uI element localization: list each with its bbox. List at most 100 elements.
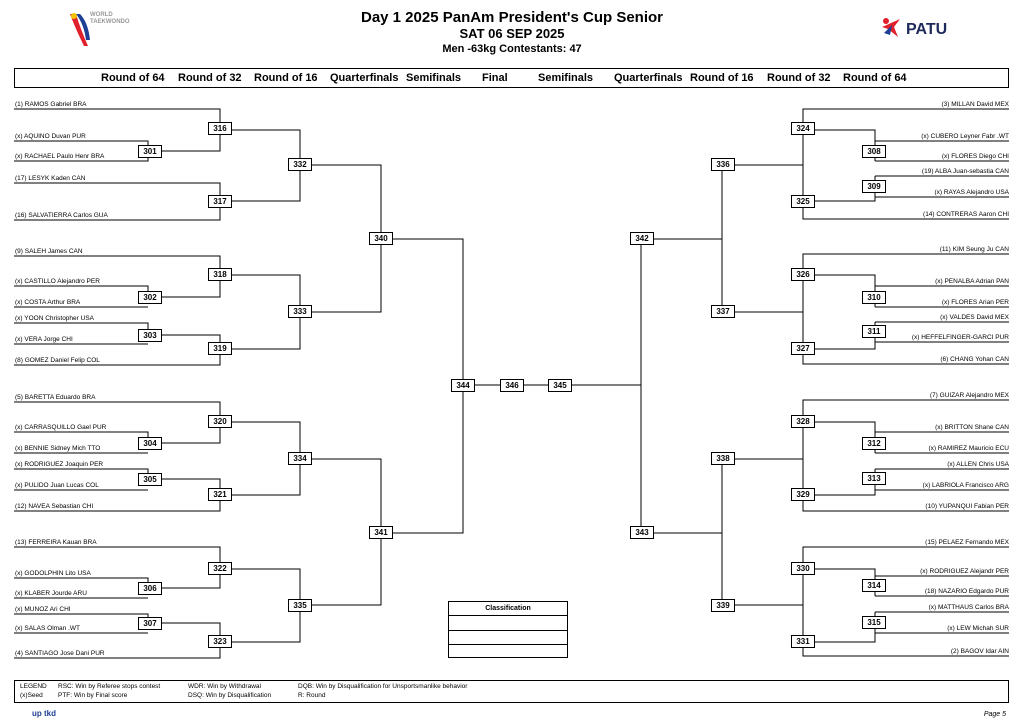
match-box[interactable]: 315 — [862, 616, 886, 629]
legend-dqb: DQB: Win by Disqualification for Unsport… — [298, 683, 468, 690]
right-entry: (10) YUPANQUI Fabian PER — [925, 503, 1009, 510]
right-entry: (x) LEW Michah SUR — [947, 625, 1009, 632]
right-entry: (x) RAMIREZ Mauricio ECU — [928, 445, 1009, 452]
match-box[interactable]: 308 — [862, 145, 886, 158]
right-entry: (x) LABRIOLA Francisco ARG — [922, 482, 1009, 489]
round-label-right-sf: Semifinals — [538, 72, 594, 84]
match-box[interactable]: 305 — [138, 473, 162, 486]
right-entry: (x) MATTHAUS Carlos BRA — [928, 604, 1009, 611]
round-label-left-sf: Semifinals — [406, 72, 462, 84]
left-entry: (x) KLABER Jourde ARU — [15, 590, 87, 597]
right-entry: (x) ALLEN Chris USA — [947, 461, 1009, 468]
footer-logo-text: up tkd — [32, 709, 56, 718]
match-box[interactable]: 321 — [208, 488, 232, 501]
match-box[interactable]: 319 — [208, 342, 232, 355]
right-entry: (6) CHANG Yohan CAN — [940, 356, 1009, 363]
right-entry: (x) PENALBA Adrian PAN — [935, 278, 1009, 285]
wt-logo-line2: TAEKWONDO — [90, 19, 130, 25]
legend-seed: (x)Seed — [20, 692, 43, 699]
classification-row — [449, 644, 567, 658]
right-entry: (11) KIM Seung Ju CAN — [939, 246, 1009, 253]
left-entry: (x) COSTA Arthur BRA — [15, 299, 81, 306]
match-box[interactable]: 314 — [862, 579, 886, 592]
match-box[interactable]: 309 — [862, 180, 886, 193]
right-entry: (x) CUBERO Leyner Fabr .WT — [921, 133, 1009, 140]
right-entry: (x) RODRIGUEZ Alejandr PER — [920, 568, 1009, 575]
match-box[interactable]: 340 — [369, 232, 393, 245]
round-label-right-r16: Round of 16 — [690, 72, 754, 84]
match-box[interactable]: 311 — [862, 325, 886, 338]
left-entry: (x) VERA Jorge CHI — [15, 336, 73, 343]
right-entry: (x) FLORES Arian PER — [941, 299, 1009, 306]
match-box[interactable]: 310 — [862, 291, 886, 304]
right-entry: (x) HEFFELFINGER-GARCI PUR — [911, 334, 1009, 341]
round-label-right-r32: Round of 32 — [767, 72, 831, 84]
round-label-left-qf: Quarterfinals — [330, 72, 399, 84]
match-box[interactable]: 338 — [711, 452, 735, 465]
legend-ptf: PTF: Win by Final score — [58, 692, 128, 699]
right-entry: (18) NAZARIO Edgardo PUR — [924, 588, 1009, 595]
match-box[interactable]: 337 — [711, 305, 735, 318]
match-box[interactable]: 333 — [288, 305, 312, 318]
left-entry: (x) SALAS Olman .WT — [15, 625, 81, 632]
match-box[interactable]: 329 — [791, 488, 815, 501]
match-box[interactable]: 317 — [208, 195, 232, 208]
match-box[interactable]: 343 — [630, 526, 654, 539]
rounds-header-bar — [14, 68, 1009, 88]
match-box[interactable]: 344 — [451, 379, 475, 392]
match-box[interactable]: 303 — [138, 329, 162, 342]
match-box[interactable]: 327 — [791, 342, 815, 355]
match-box[interactable]: 313 — [862, 472, 886, 485]
classification-title: Classification — [449, 602, 567, 616]
right-entry: (3) MILLAN David MEX — [941, 101, 1009, 108]
final-match-box[interactable]: 346 — [500, 379, 524, 392]
match-box[interactable]: 345 — [548, 379, 572, 392]
right-entry: (x) VALDES David MEX — [940, 314, 1009, 321]
match-box[interactable]: 339 — [711, 599, 735, 612]
right-entry: (x) FLORES Diego CHI — [941, 153, 1009, 160]
round-label-right-r64: Round of 64 — [843, 72, 907, 84]
left-entry: (x) GODOLPHIN Lito USA — [15, 570, 91, 577]
match-box[interactable]: 341 — [369, 526, 393, 539]
match-box[interactable]: 316 — [208, 122, 232, 135]
match-box[interactable]: 324 — [791, 122, 815, 135]
left-entry: (x) MUNOZ Ari CHI — [15, 606, 71, 613]
left-entry: (5) BARETTA Eduardo BRA — [15, 394, 96, 401]
legend-dsq: DSQ: Win by Disqualification — [188, 692, 272, 699]
left-entry: (12) NAVEA Sebastian CHI — [15, 503, 94, 510]
match-box[interactable]: 332 — [288, 158, 312, 171]
match-box[interactable]: 312 — [862, 437, 886, 450]
match-box[interactable]: 323 — [208, 635, 232, 648]
match-box[interactable]: 307 — [138, 617, 162, 630]
match-box[interactable]: 331 — [791, 635, 815, 648]
page-number: Page 5 — [983, 711, 1006, 718]
match-box[interactable]: 328 — [791, 415, 815, 428]
match-box[interactable]: 302 — [138, 291, 162, 304]
match-box[interactable]: 342 — [630, 232, 654, 245]
left-entry: (x) CARRASQUILLO Gael PUR — [15, 424, 107, 431]
left-entry: (x) YOON Christopher USA — [15, 315, 94, 322]
match-box[interactable]: 334 — [288, 452, 312, 465]
patu-logo-text: PATU — [906, 21, 948, 38]
match-box[interactable]: 330 — [791, 562, 815, 575]
left-entry: (8) GOMEZ Daniel Felip COL — [15, 357, 100, 364]
round-label-left-r64: Round of 64 — [101, 72, 165, 84]
match-box[interactable]: 304 — [138, 437, 162, 450]
match-box[interactable]: 325 — [791, 195, 815, 208]
match-box[interactable]: 320 — [208, 415, 232, 428]
match-box[interactable]: 301 — [138, 145, 162, 158]
left-entry: (17) LESYK Kaden CAN — [15, 175, 86, 182]
wt-logo-line1: WORLD — [90, 12, 113, 18]
left-entry: (x) CASTILLO Alejandro PER — [15, 278, 100, 285]
match-box[interactable]: 306 — [138, 582, 162, 595]
match-box[interactable]: 335 — [288, 599, 312, 612]
left-entry: (13) FERREIRA Kauan BRA — [15, 539, 97, 546]
division-subtitle: Men -63kg Contestants: 47 — [442, 43, 582, 55]
match-box[interactable]: 318 — [208, 268, 232, 281]
match-box[interactable]: 326 — [791, 268, 815, 281]
right-entry: (7) GUIZAR Alejandro MEX — [929, 392, 1009, 399]
left-entry: (1) RAMOS Gabriel BRA — [15, 101, 87, 108]
match-box[interactable]: 336 — [711, 158, 735, 171]
right-entry: (x) BRITTON Shane CAN — [935, 424, 1009, 431]
match-box[interactable]: 322 — [208, 562, 232, 575]
